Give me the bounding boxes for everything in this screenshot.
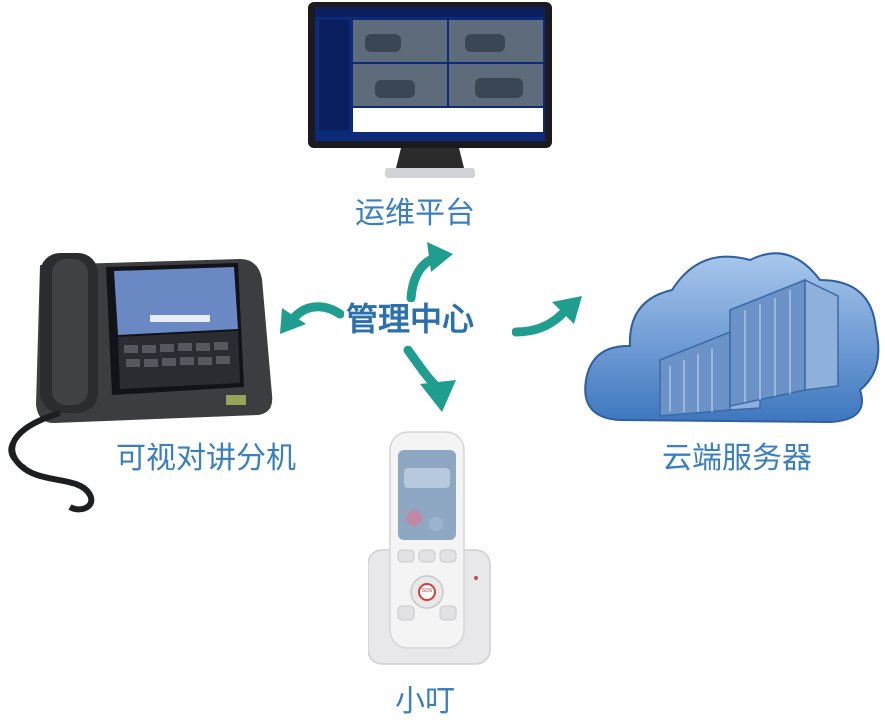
handset-icon	[368, 431, 491, 665]
sos-badge: SOS	[421, 588, 433, 594]
intercom-label: 可视对讲分机	[116, 441, 296, 476]
desk-phone-icon	[8, 253, 273, 513]
cloud-label: 云端服务器	[662, 441, 812, 476]
arrow-to-cloud-icon	[512, 296, 582, 337]
handset-label: 小叮	[395, 684, 455, 719]
cloud-server-icon	[584, 252, 880, 424]
hub-label: 管理中心	[346, 300, 475, 338]
monitor-icon	[308, 2, 552, 178]
arrow-to-ops-icon	[406, 242, 453, 302]
arrow-to-handset-icon	[403, 346, 456, 412]
arrow-to-intercom-icon	[280, 302, 344, 334]
ops-label: 运维平台	[355, 196, 475, 231]
